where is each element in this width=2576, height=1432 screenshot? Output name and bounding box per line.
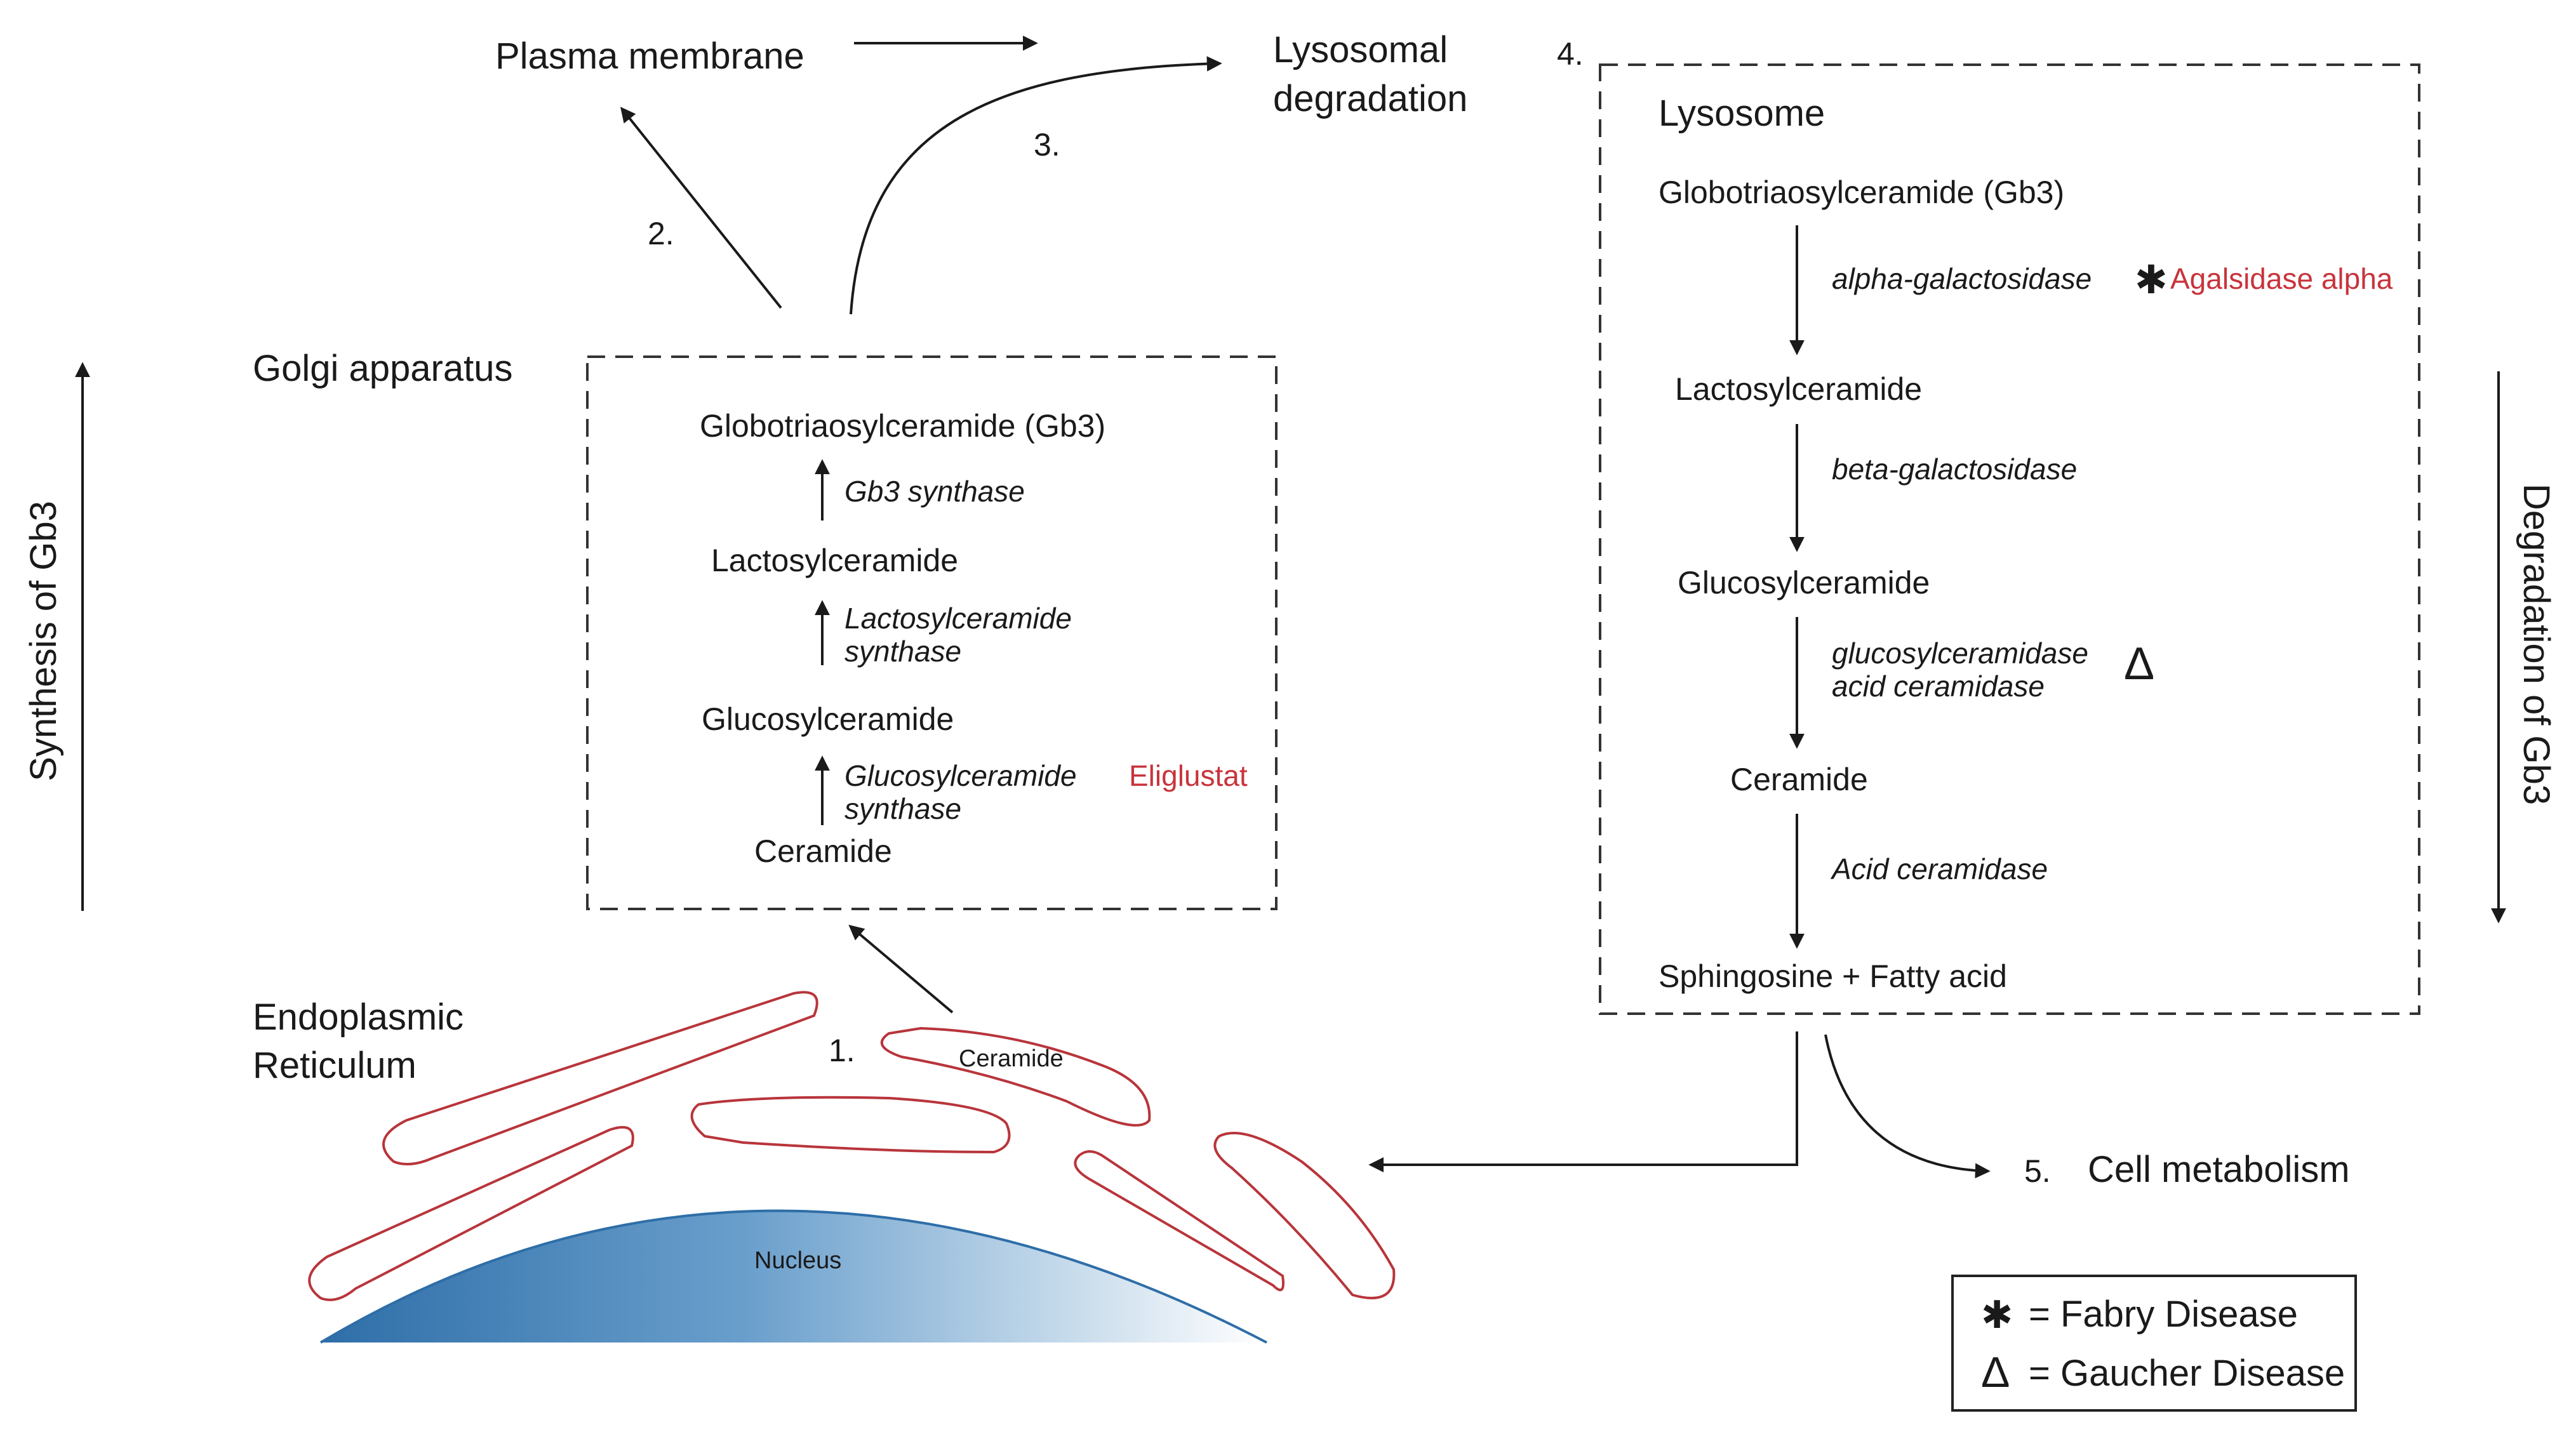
legend-gaucher-text: = Gaucher Disease <box>2029 1353 2345 1394</box>
golgi-gb3: Globotriaosylceramide (Gb3) <box>700 408 1105 444</box>
lysosomal-label-line2: degradation <box>1273 78 1467 119</box>
legend-gaucher-symbol: Δ <box>1981 1348 2010 1396</box>
lac-synthase-label-2: synthase <box>844 635 961 668</box>
lysosome-to-metabolism-arrow <box>1824 1034 1991 1179</box>
legend-fabry-text: = Fabry Disease <box>2029 1294 2298 1335</box>
cell-metabolism-label: Cell metabolism <box>2088 1149 2350 1190</box>
er-cisterna-outer <box>382 991 818 1165</box>
golgi-to-lysosomal-arrow <box>850 56 1222 315</box>
golgi-to-membrane-arrow <box>620 107 782 309</box>
golgi-title: Golgi apparatus <box>253 348 512 389</box>
nucleus-label: Nucleus <box>754 1247 841 1274</box>
er-cisterna-ceramide <box>880 1026 1151 1127</box>
step-1-label: 1. <box>829 1033 855 1068</box>
gb3-synthase-label: Gb3 synthase <box>844 475 1025 508</box>
glc-synthase-label-1: Glucosylceramide <box>844 759 1077 792</box>
legend-box <box>1951 1275 2357 1412</box>
lysosome-lactosylceramide: Lactosylceramide <box>1675 371 1922 407</box>
legend-fabry-symbol: ✱ <box>1981 1294 2013 1336</box>
synthesis-axis-label: Synthesis of Gb3 <box>23 501 64 781</box>
er-ceramide-label: Ceramide <box>959 1045 1064 1072</box>
eliglustat-drug: Eliglustat <box>1129 759 1248 792</box>
glucosylceramidase-label: glucosylceramidase <box>1832 637 2088 670</box>
golgi-lactosylceramide: Lactosylceramide <box>711 543 958 578</box>
beta-galactosidase-label: beta-galactosidase <box>1832 453 2077 486</box>
gaucher-marker: Δ <box>2124 639 2154 689</box>
acid-ceramidase-label-1: acid ceramidase <box>1832 670 2045 703</box>
step-3-label: 3. <box>1034 127 1060 162</box>
lysosome-glucosylceramide: Glucosylceramide <box>1678 565 1930 600</box>
alpha-galactosidase-label: alpha-galactosidase <box>1832 262 2092 295</box>
er-cisterna-middle <box>690 1096 1011 1154</box>
lysosome-box <box>1599 63 2420 1015</box>
plasma-membrane-label: Plasma membrane <box>495 36 804 77</box>
golgi-ceramide: Ceramide <box>754 833 892 869</box>
er-title-line2: Reticulum <box>253 1045 417 1086</box>
lysosome-ceramide: Ceramide <box>1730 762 1868 797</box>
nucleus-shape <box>321 1210 1267 1342</box>
er-cisternae <box>308 991 1396 1301</box>
er-cisterna-lower-left <box>308 1126 634 1301</box>
lysosome-title: Lysosome <box>1658 93 1825 134</box>
er-cisterna-right-inner <box>1074 1150 1285 1292</box>
agalsidase-drug: Agalsidase alpha <box>2170 262 2393 295</box>
acid-ceramidase-label-2: Acid ceramidase <box>1830 852 2048 885</box>
er-cisterna-right-outer <box>1213 1132 1396 1299</box>
fabry-marker: ✱ <box>2135 258 2168 302</box>
step-2-label: 2. <box>648 216 674 251</box>
lysosome-products: Sphingosine + Fatty acid <box>1658 958 2007 994</box>
step-4-label: 4. <box>1557 36 1584 72</box>
lac-synthase-label-1: Lactosylceramide <box>844 602 1072 635</box>
er-to-golgi-arrow <box>848 924 954 1014</box>
nucleus-outline <box>319 1209 1267 1344</box>
glc-synthase-label-2: synthase <box>844 792 961 825</box>
lysosome-gb3: Globotriaosylceramide (Gb3) <box>1658 175 2064 210</box>
step-5-label: 5. <box>2024 1153 2051 1189</box>
golgi-glucosylceramide: Glucosylceramide <box>702 701 954 737</box>
lysosomal-label-line1: Lysosomal <box>1273 29 1448 70</box>
er-title-line1: Endoplasmic <box>253 997 464 1038</box>
golgi-box <box>586 355 1278 910</box>
degradation-axis-label: Degradation of Gb3 <box>2516 484 2557 805</box>
lysosome-to-er-arrow <box>1368 1031 1798 1172</box>
